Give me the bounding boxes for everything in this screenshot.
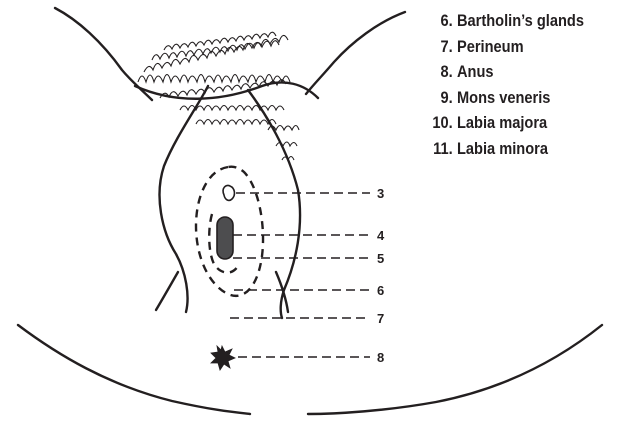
right-inner-thigh-line bbox=[276, 272, 288, 312]
legend-item: 10.Labia majora bbox=[420, 110, 584, 136]
legend-number: 10. bbox=[420, 110, 453, 136]
legend-label: Anus bbox=[457, 62, 494, 81]
callout-5: 5 bbox=[377, 251, 384, 266]
legend-item: 9.Mons veneris bbox=[420, 85, 584, 111]
legend-label: Bartholin’s glands bbox=[457, 11, 584, 30]
legend-item: 8.Anus bbox=[420, 59, 584, 85]
legend-label: Mons veneris bbox=[457, 88, 550, 107]
legend-item: 7.Perineum bbox=[420, 34, 584, 60]
clitoris-shape bbox=[223, 185, 234, 200]
mons-curve bbox=[135, 82, 318, 98]
legend-number: 9. bbox=[420, 85, 453, 111]
vaginal-opening-shape bbox=[217, 217, 233, 259]
legend-number: 6. bbox=[420, 8, 453, 34]
callout-6: 6 bbox=[377, 283, 384, 298]
legend-item: 6.Bartholin’s glands bbox=[420, 8, 584, 34]
callout-8: 8 bbox=[377, 350, 384, 365]
legend-label: Perineum bbox=[457, 37, 524, 56]
legend-number: 11. bbox=[420, 136, 453, 162]
legend-label: Labia minora bbox=[457, 139, 548, 158]
callout-3: 3 bbox=[377, 186, 384, 201]
legend-number: 7. bbox=[420, 34, 453, 60]
labia-majora-right bbox=[248, 90, 300, 318]
legend-number: 8. bbox=[420, 59, 453, 85]
callout-7: 7 bbox=[377, 311, 384, 326]
legend-label: Labia majora bbox=[457, 113, 547, 132]
right-buttock-outline bbox=[308, 325, 602, 414]
legend-item: 11.Labia minora bbox=[420, 136, 584, 162]
left-buttock-outline bbox=[18, 325, 250, 414]
left-inner-thigh-line bbox=[156, 272, 178, 310]
legend-list: 6.Bartholin’s glands 7.Perineum 8.Anus 9… bbox=[420, 8, 584, 161]
callout-4: 4 bbox=[377, 228, 385, 243]
anus-shape bbox=[211, 346, 235, 370]
right-thigh-outline bbox=[306, 12, 405, 94]
